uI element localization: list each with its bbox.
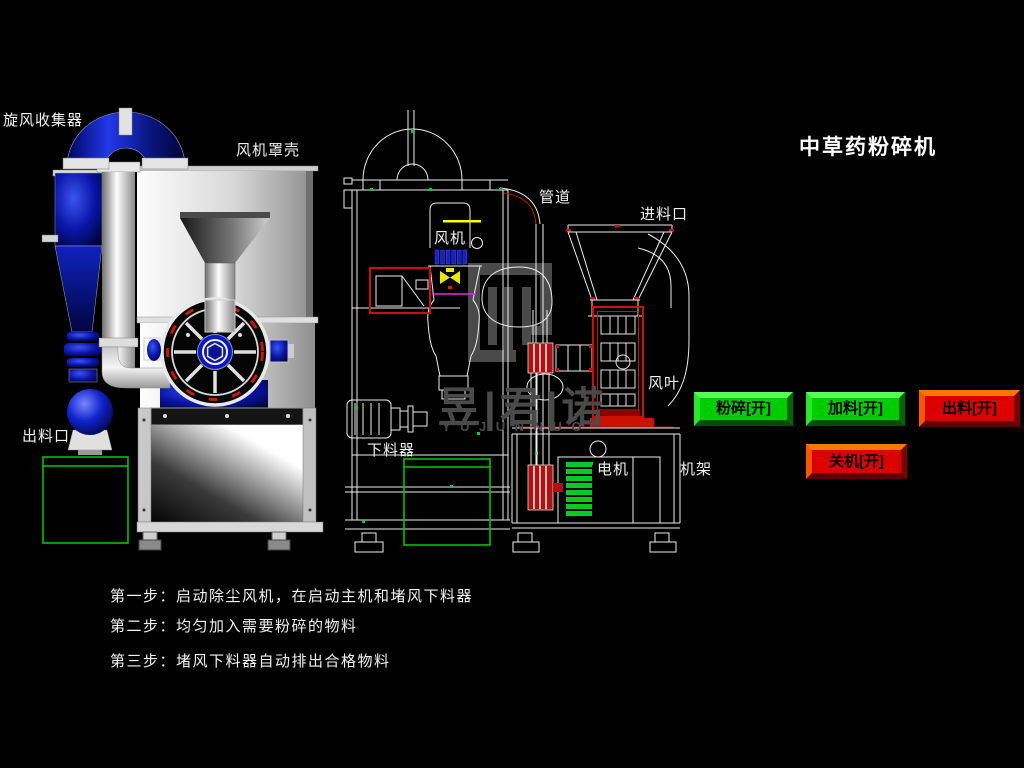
step-3: 第三步：堵风下料器自动排出合格物料 (110, 653, 391, 670)
label-fan-housing: 风机罩壳 (236, 142, 301, 159)
left-machine-render (41, 107, 324, 551)
discharge-ball (67, 389, 113, 435)
machine-diagrams (41, 107, 690, 553)
label-duct: 管道 (539, 189, 572, 206)
cyclone-u-pipe (66, 111, 186, 168)
label-fan-blade: 风叶 (648, 375, 681, 392)
label-motor: 电机 (597, 461, 630, 478)
label-frame: 机架 (680, 461, 713, 478)
belt-pulleys (527, 342, 563, 511)
right-machine-cad (481, 224, 690, 553)
fan-intake-slats (434, 249, 468, 265)
crusher-unit (592, 306, 644, 418)
discharge-button[interactable]: 出料[开] (919, 390, 1020, 427)
label-discharger: 下料器 (367, 442, 416, 459)
page-title: 中草药粉碎机 (799, 136, 937, 159)
shutdown-button[interactable]: 关机[开] (806, 444, 907, 479)
label-discharge-outlet: 出料口 (22, 428, 71, 445)
middle-machine-cad (343, 110, 544, 553)
motor-vents (566, 462, 592, 516)
label-fan: 风机 (434, 230, 467, 247)
feed-button[interactable]: 加料[开] (806, 392, 905, 426)
label-feed-inlet: 进料口 (640, 206, 689, 223)
watermark-cn: 昱|君|诺 (438, 384, 608, 431)
label-cyclone-collector: 旋风收集器 (3, 112, 84, 129)
crush-button[interactable]: 粉碎[开] (694, 392, 793, 426)
right-machine-details (518, 225, 674, 516)
grinding-chamber (160, 297, 270, 407)
middle-machine-details (355, 130, 593, 546)
watermark-en: YUJUNNUO (442, 419, 591, 434)
left-collection-box (42, 456, 129, 544)
left-machine-feet (138, 531, 291, 551)
step-2: 第二步：均匀加入需要粉碎的物料 (110, 618, 358, 635)
middle-collection-box (403, 458, 491, 546)
step-1: 第一步：启动除尘风机，在启动主机和堵风下料器 (110, 588, 474, 605)
